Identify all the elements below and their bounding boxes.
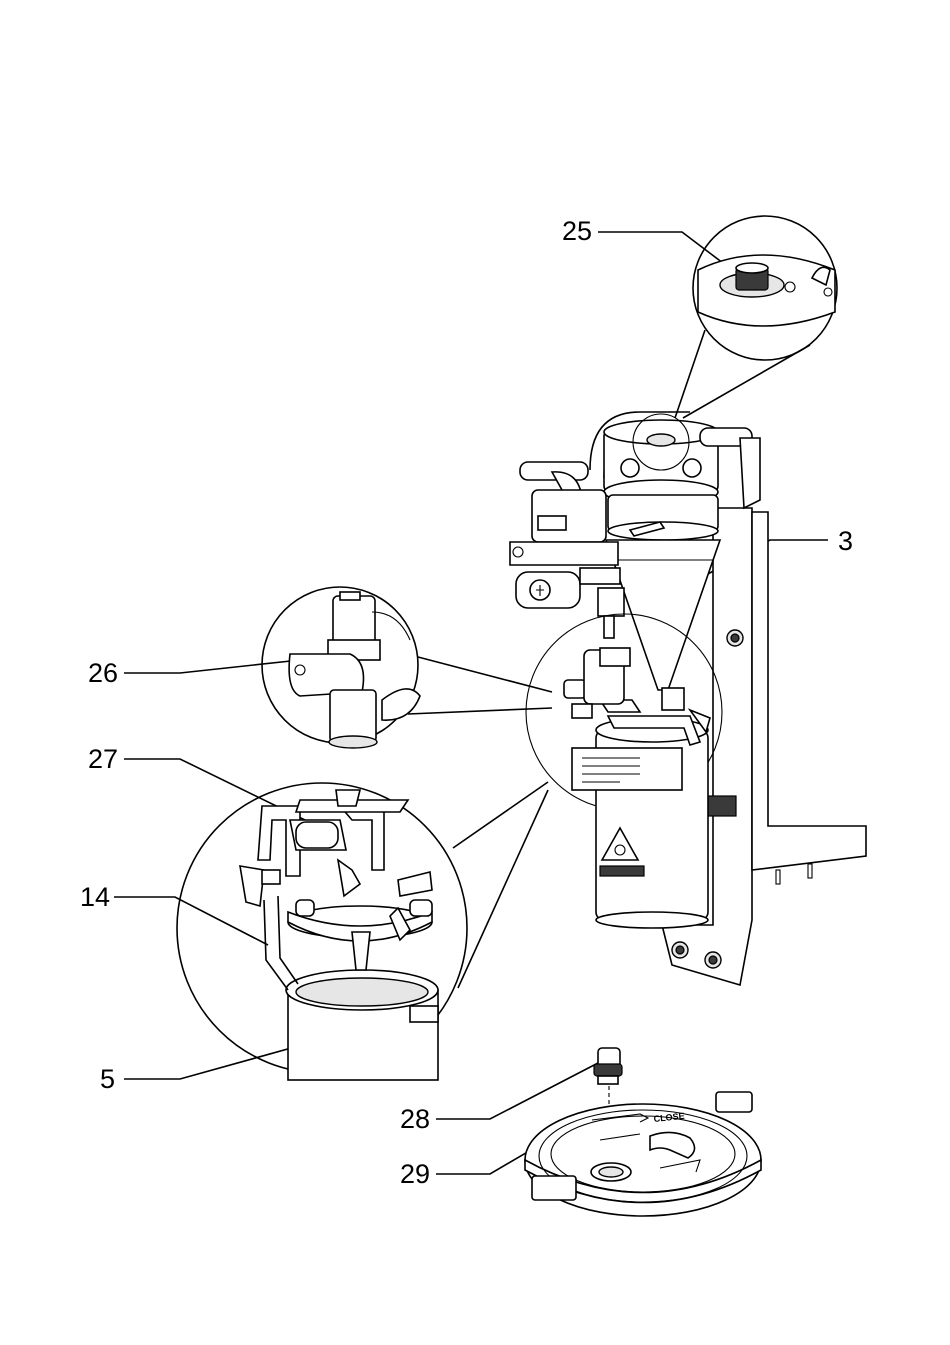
main-assembly	[510, 412, 866, 985]
callout-26: 26	[88, 658, 118, 688]
callout-28: 28	[400, 1104, 430, 1134]
detail-view-26	[262, 587, 552, 748]
callout-3: 3	[838, 526, 853, 556]
plug-part-28	[594, 1048, 622, 1110]
callout-14: 14	[80, 882, 110, 912]
detail-view-27-14-5	[177, 782, 548, 1080]
callout-5: 5	[100, 1064, 115, 1094]
lid-part-29: CLOSE	[525, 1092, 761, 1216]
callout-29: 29	[400, 1159, 430, 1189]
callout-27: 27	[88, 744, 118, 774]
callout-25: 25	[562, 216, 592, 246]
detail-view-25	[675, 216, 837, 418]
